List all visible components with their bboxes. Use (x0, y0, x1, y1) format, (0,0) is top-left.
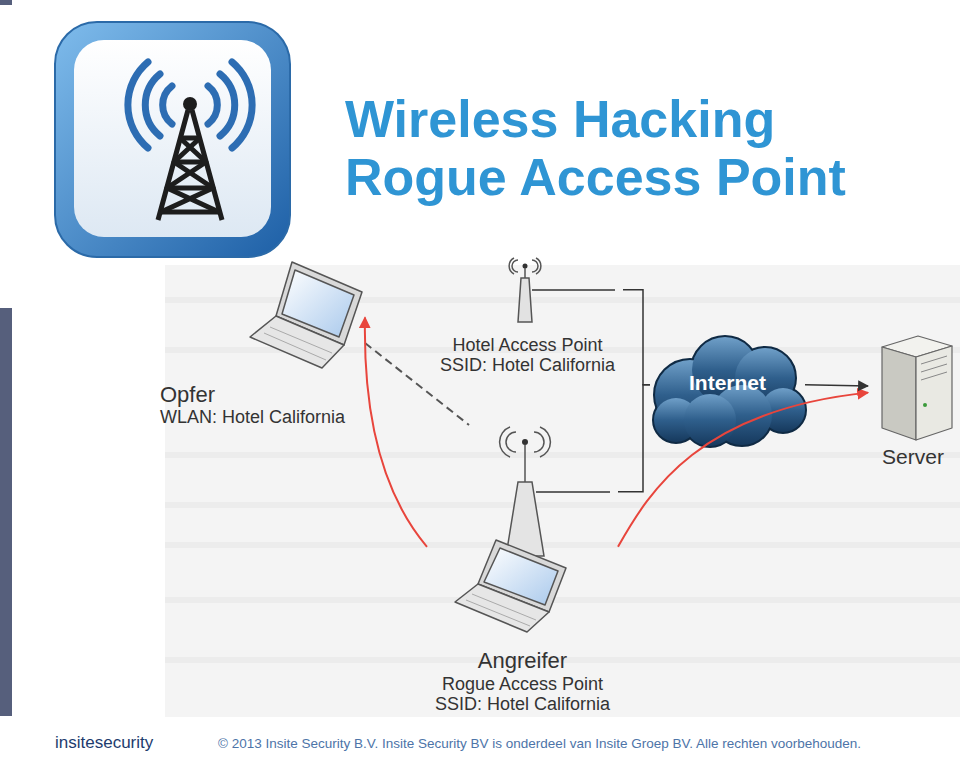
node-heading: Opfer (160, 382, 215, 407)
victim-laptop (250, 262, 362, 368)
victim-node: OpferWLAN: Hotel California (160, 258, 365, 428)
logo-wordmark: insitesecurity (55, 733, 153, 753)
rogue-antenna (500, 427, 610, 556)
rogue-uplink (536, 491, 610, 493)
diagram-ground (165, 265, 960, 717)
side-bar (0, 308, 12, 716)
uplink-wire (623, 290, 650, 385)
server-node: Server (868, 335, 958, 469)
ground-texture (165, 300, 960, 660)
attacker-laptop (455, 540, 566, 632)
hotel-antenna (509, 258, 615, 322)
attack-path (618, 393, 868, 547)
access-point-label: Hotel Access Point SSID: Hotel Californi… (435, 335, 620, 376)
server-link (805, 385, 868, 386)
attack-path (365, 318, 427, 547)
internet-node: Internet (650, 335, 805, 443)
network-name: WLAN: Hotel California (160, 407, 345, 428)
node-heading: Angreifer (478, 648, 567, 673)
attacker-node: AngreiferRogue Access Point SSID: Hotel … (427, 425, 618, 715)
server-label: Server (882, 445, 944, 469)
server-tower (882, 336, 952, 440)
uplink-wire (618, 385, 650, 492)
dashed-association (365, 343, 469, 425)
hotel-ap-node: Hotel Access Point SSID: Hotel Californi… (432, 258, 623, 376)
hotel-uplink (532, 289, 615, 291)
cloud-label: Internet (689, 371, 766, 395)
rogue-ap-label: Rogue Access Point SSID: Hotel Californi… (430, 674, 615, 715)
copyright-note: © 2013 Insite Security B.V. Insite Secur… (218, 736, 861, 751)
wireless-icon (55, 22, 290, 257)
slide-title: Wireless Hacking Rogue Access Point (345, 90, 885, 206)
internet-cloud (654, 337, 805, 446)
corner-bar (0, 0, 12, 5)
